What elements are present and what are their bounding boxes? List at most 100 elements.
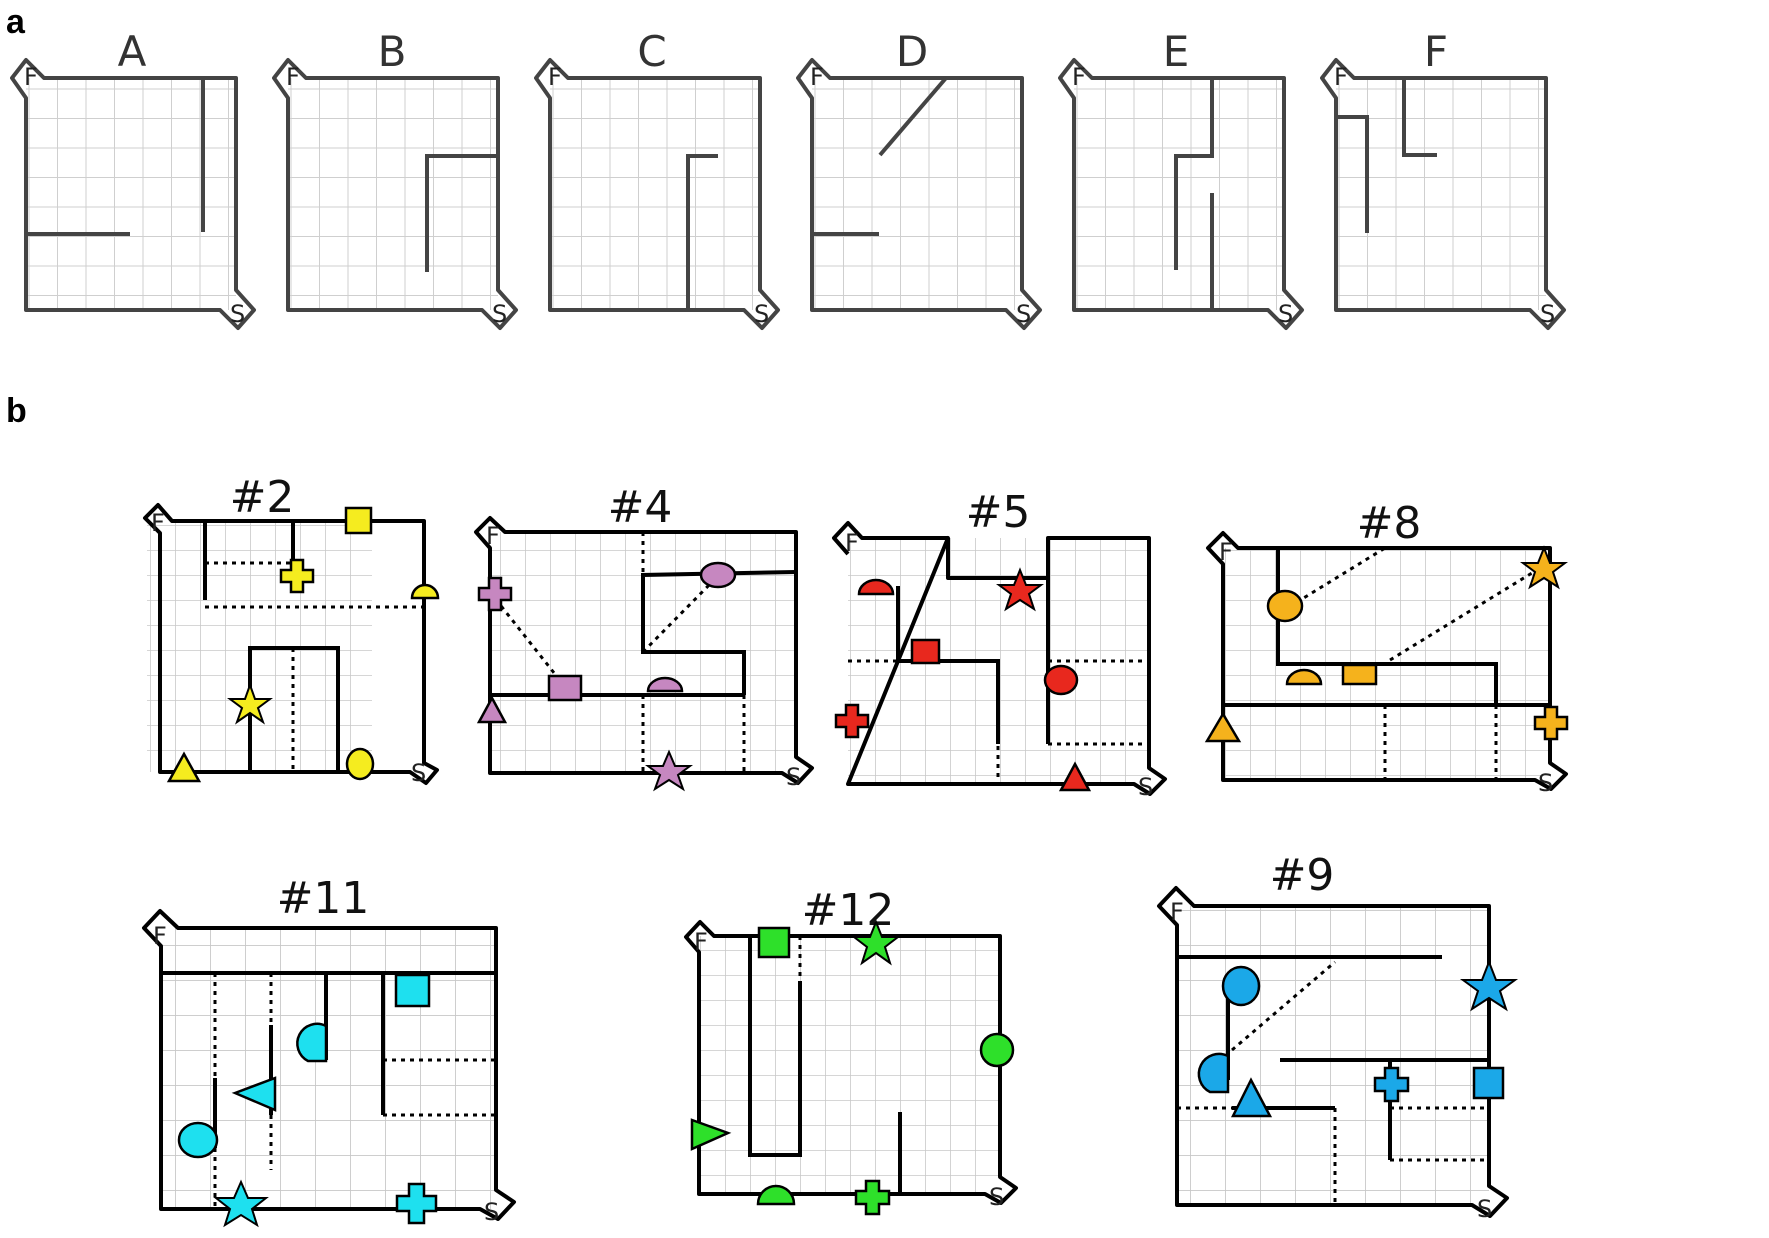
maze-9-dome-landmark: [1197, 1052, 1230, 1094]
maze-5-star-landmark: [996, 567, 1044, 612]
maze-e-start-letter: S: [1278, 300, 1293, 328]
maze-4-circle-landmark: [699, 561, 737, 589]
maze-d-start-letter: S: [1016, 300, 1031, 328]
maze-2-start-letter: S: [411, 759, 426, 787]
maze-4-finish-letter: F: [486, 522, 500, 550]
maze-9-star-landmark: [1459, 959, 1519, 1012]
maze-c-start-letter: S: [754, 300, 769, 328]
maze-9-plus-landmark: [1373, 1066, 1410, 1103]
maze-12-finish-letter: F: [694, 928, 708, 956]
maze-4-triangle-landmark: [476, 695, 508, 724]
maze-5-dome-landmark: [857, 578, 895, 596]
maze-d-outline: [796, 58, 1042, 330]
maze-5-outline: [832, 521, 1167, 796]
maze-e-title: E: [1163, 27, 1190, 76]
maze-4-dome-landmark: [646, 676, 684, 693]
maze-5-triangle-landmark: [1058, 761, 1092, 792]
maze-c-grid: [550, 78, 760, 310]
maze-e-grid: [1074, 78, 1284, 310]
maze-f-title: F: [1424, 27, 1448, 76]
maze-b-title: B: [378, 27, 407, 76]
maze-f-start-letter: S: [1540, 300, 1555, 328]
maze-9-dotted-walls: [1177, 960, 1489, 1205]
maze-a-start-letter: S: [230, 300, 245, 328]
maze-f-outline: [1320, 58, 1566, 330]
maze-f-grid: [1336, 78, 1546, 310]
maze-c-title: C: [637, 27, 666, 76]
maze-9-title: #9: [1270, 850, 1335, 901]
maze-11-star-landmark: [213, 1179, 269, 1228]
maze-c-finish-letter: F: [548, 63, 562, 91]
maze-11-circle-landmark: [177, 1121, 219, 1159]
maze-a-outline: [10, 58, 256, 330]
maze-4-dotted-walls: [488, 532, 746, 773]
maze-2-plus-landmark: [279, 558, 315, 594]
maze-d-finish-letter: F: [810, 63, 824, 91]
maze-d-title: D: [896, 27, 928, 76]
maze-11-grid: [161, 928, 496, 1209]
maze-8-title: #8: [1357, 498, 1422, 549]
maze-f-finish-letter: F: [1334, 63, 1348, 91]
maze-4-star-landmark: [645, 749, 693, 792]
maze-12-circle-landmark: [979, 1032, 1015, 1068]
maze-9-triangle-landmark: [1230, 1077, 1273, 1118]
maze-f-wall: [1402, 78, 1437, 157]
maze-11-dome-landmark: [296, 1022, 328, 1063]
maze-b-start-letter: S: [492, 300, 507, 328]
maze-12-dome-landmark: [756, 1184, 796, 1206]
maze-9-square-landmark: [1472, 1066, 1505, 1100]
maze-12-plus-landmark: [854, 1179, 891, 1216]
maze-12: #12 F S: [684, 885, 1018, 1216]
maze-9-start-letter: S: [1477, 1195, 1492, 1223]
maze-2: #2 F S: [143, 472, 440, 787]
maze-11-dotted-walls: [213, 973, 496, 1209]
maze-8-circle-landmark: [1266, 589, 1304, 623]
maze-9-finish-letter: F: [1170, 898, 1184, 926]
maze-11-start-letter: S: [484, 1198, 499, 1226]
maze-2-title: #2: [230, 472, 295, 523]
maze-d-diagonal-wall: [878, 76, 948, 157]
maze-8-dome-landmark: [1285, 668, 1323, 686]
maze-8-square-landmark: [1341, 663, 1378, 686]
maze-c-outline: [534, 58, 780, 330]
maze-9: #9 F S: [1157, 850, 1519, 1223]
maze-12-star-landmark: [851, 919, 901, 966]
maze-12-triangle-landmark: [690, 1118, 732, 1151]
maze-5-finish-letter: F: [845, 529, 859, 557]
maze-5-plus-landmark: [834, 703, 870, 739]
maze-12-title: #12: [802, 885, 895, 936]
maze-d: D F S: [796, 27, 1042, 330]
maze-11-outline: [142, 909, 516, 1221]
maze-f-wall: [1336, 115, 1369, 233]
panel-a-label: a: [6, 3, 26, 41]
maze-b-finish-letter: F: [286, 63, 300, 91]
maze-b-outline: [272, 58, 518, 330]
maze-11-plus-landmark: [395, 1182, 438, 1225]
maze-8: #8 F S: [1204, 498, 1569, 797]
maze-b: B F S: [272, 27, 518, 330]
maze-8-finish-letter: F: [1219, 538, 1233, 566]
maze-12-square-landmark: [757, 926, 791, 959]
maze-5-start-letter: S: [1138, 773, 1153, 801]
maze-a-title: A: [118, 27, 147, 76]
maze-2-finish-letter: F: [151, 509, 165, 537]
maze-11-finish-letter: F: [153, 922, 167, 950]
maze-2-outline: [143, 503, 439, 785]
maze-11-title: #11: [277, 873, 370, 924]
maze-2-dome-landmark: [410, 583, 440, 600]
maze-5-dotted-walls: [848, 538, 1149, 784]
maze-12-walls: [748, 936, 902, 1194]
maze-2-dotted-walls: [205, 561, 424, 772]
maze-a: A F S: [10, 27, 256, 330]
maze-9-outline: [1157, 886, 1509, 1218]
maze-2-triangle-landmark: [166, 751, 202, 783]
maze-b-grid: [288, 78, 498, 310]
maze-11-square-landmark: [394, 973, 431, 1008]
maze-8-plus-landmark: [1533, 705, 1569, 741]
maze-d-grid: [812, 78, 1022, 310]
maze-4-start-letter: S: [786, 763, 801, 791]
maze-e-wall: [1174, 78, 1214, 270]
maze-e: E F S: [1058, 27, 1304, 330]
maze-5: #5 F S: [832, 487, 1167, 801]
